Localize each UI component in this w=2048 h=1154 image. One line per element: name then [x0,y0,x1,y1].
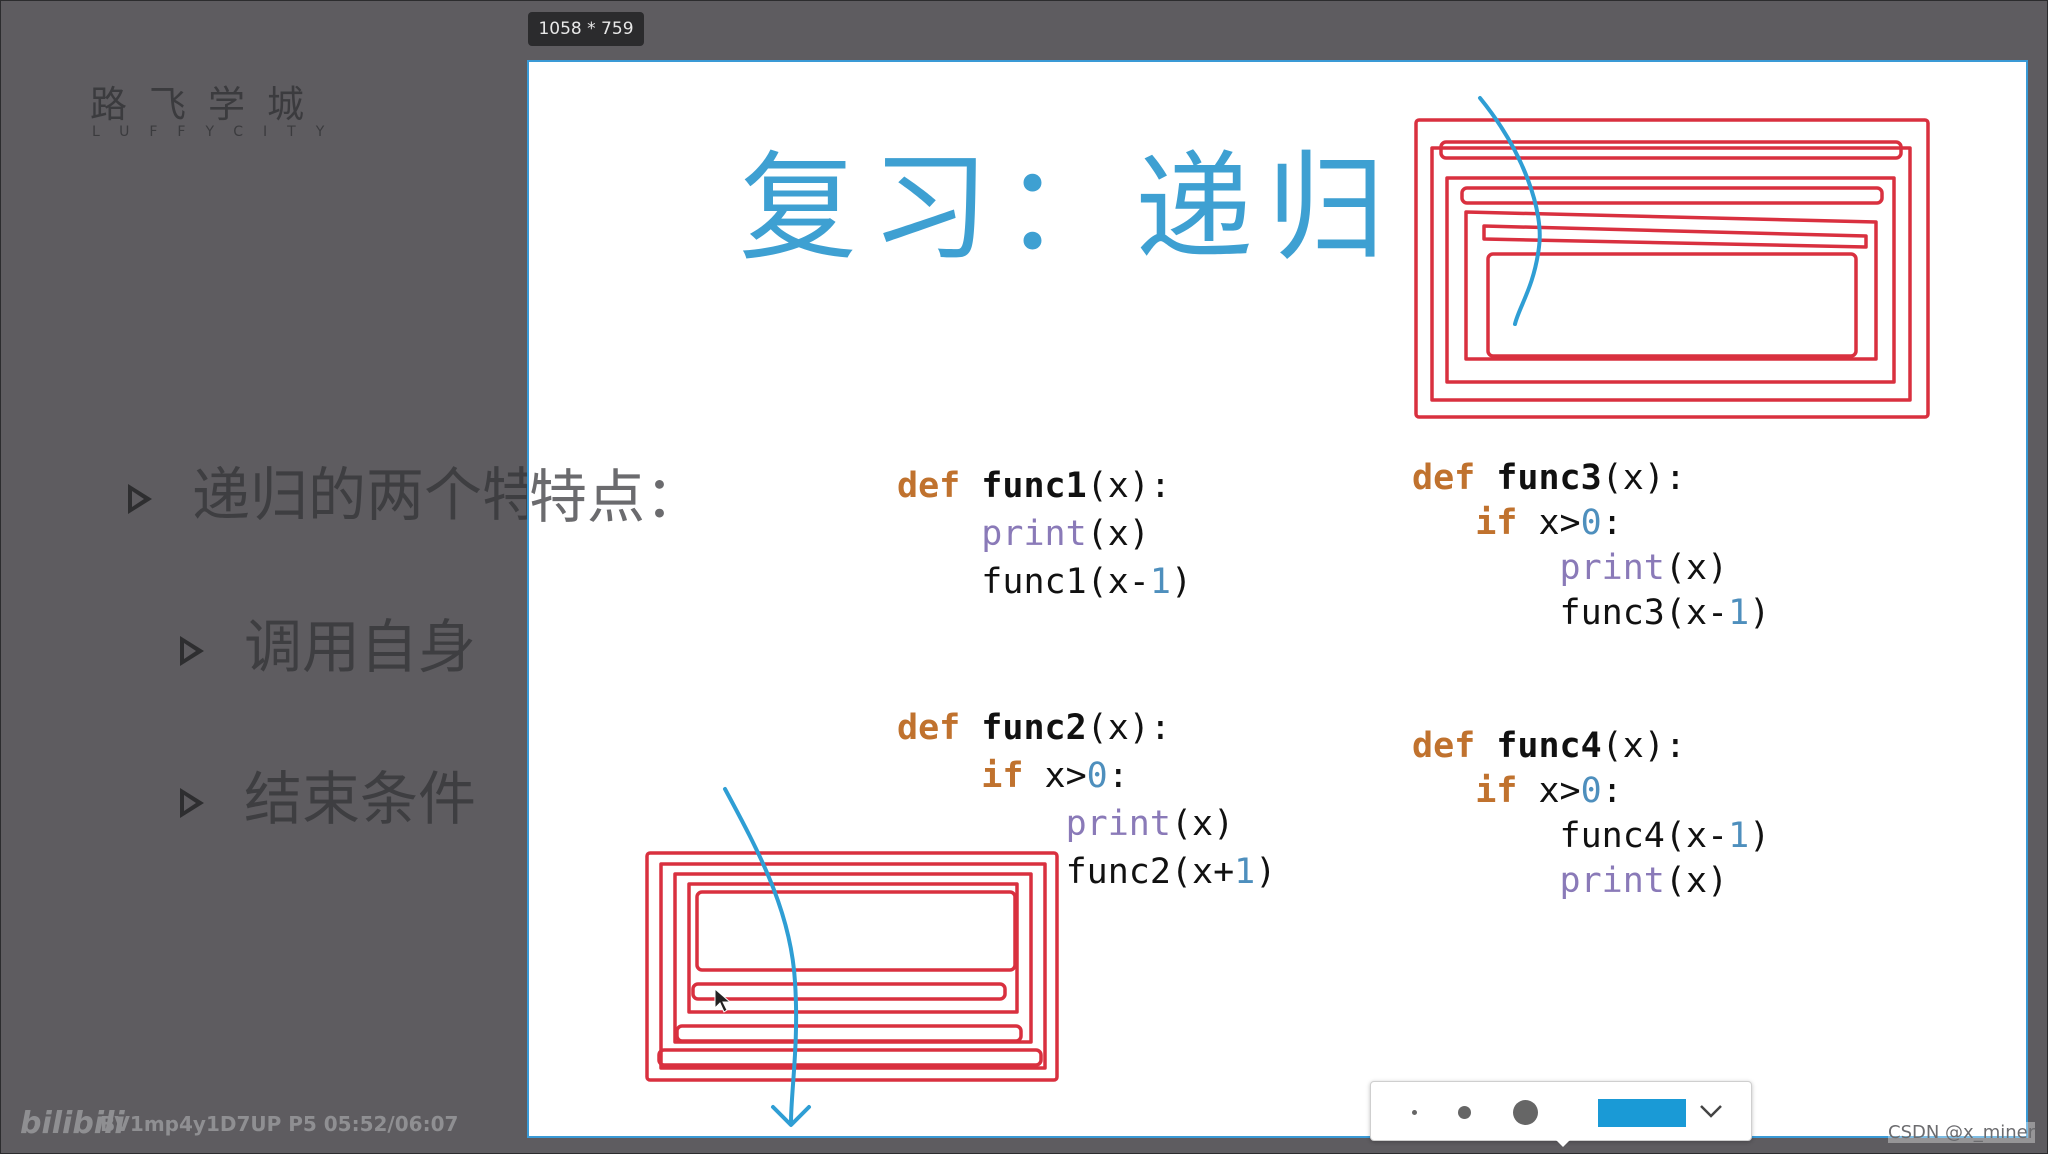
bullet-triangle-icon [128,483,152,514]
bullet-text: 结束条件 [244,765,477,833]
bullet-end-condition: 结束条件 [180,752,476,836]
bullet-call-itself: 调用自身 [180,600,476,684]
color-swatch[interactable] [1598,1099,1686,1127]
slide-overflow-text: 特点： [529,463,704,531]
nested-boxes-top-right [1414,118,1930,419]
slide-title: 复习：递归 [739,139,1400,277]
logo-english: LUFFYCITY [92,124,345,140]
logo-chinese: 路飞学城 [90,83,326,126]
mouse-cursor-icon [714,987,732,1013]
bullet-triangle-icon [180,635,204,666]
toolbar-pointer [1554,1138,1572,1147]
code-func4: def func4(x): if x>0: func4(x-1) print(x… [1412,726,1771,901]
code-func2: def func2(x): if x>0: print(x) func2(x+1… [897,708,1277,892]
nested-boxes-bottom-left [645,851,1059,1082]
dot-small-icon[interactable] [1412,1110,1417,1115]
bilibili-logo: bilibili [20,1106,125,1141]
dot-large-icon[interactable] [1513,1100,1538,1125]
arrow-bottom-left [723,787,799,1124]
screenshot-selection-area[interactable]: 特点： 复习：递归 def func1(x): print(x) func1(x… [527,60,2028,1138]
csdn-watermark: CSDN @x_miner [1888,1122,2036,1143]
bullet-triangle-icon [180,787,204,818]
bullet-text: 调用自身 [244,613,477,681]
dot-medium-icon[interactable] [1458,1106,1471,1119]
code-func1: def func1(x): print(x) func1(x-1) [897,466,1193,602]
chevron-down-icon[interactable] [1696,1096,1726,1126]
arrow-top-right [1478,96,1542,326]
annotation-drawing [645,96,1930,1127]
code-func3: def func3(x): if x>0: print(x) func3(x-1… [1412,458,1771,633]
arrowhead-bottom-left [771,1105,811,1127]
annotation-toolbar [1370,1081,1752,1141]
selection-size-label: 1058 * 759 [528,12,644,46]
video-info: BV1mp4y1D7UP P5 05:52/06:07 [100,1112,459,1136]
